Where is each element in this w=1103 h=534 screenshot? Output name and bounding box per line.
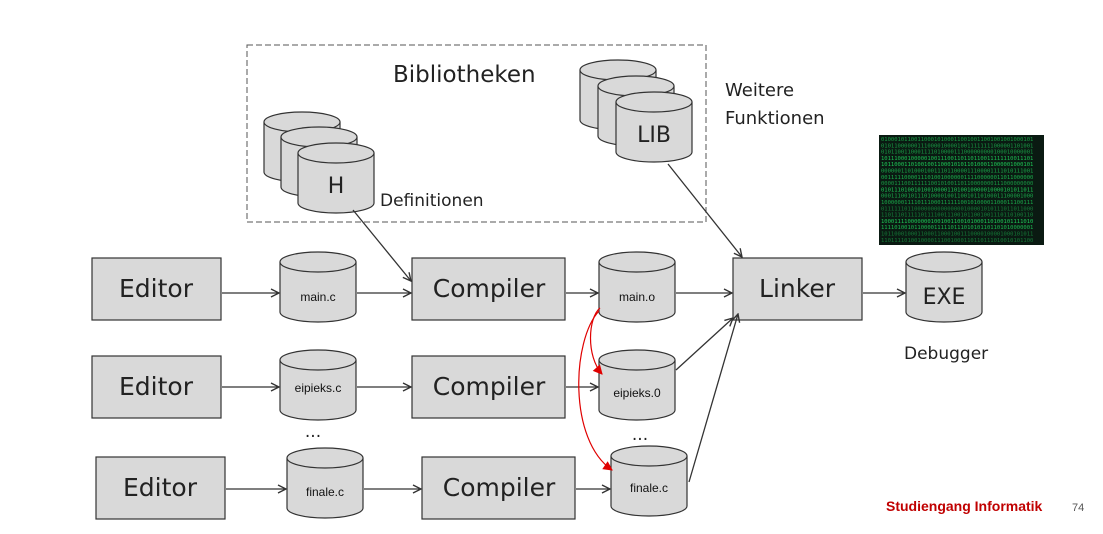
exe-label: EXE <box>923 285 966 310</box>
editor-label-2: Editor <box>119 372 194 401</box>
flow-arrows <box>222 163 905 489</box>
linker-label: Linker <box>759 274 836 303</box>
svg-text:101100011010010011000101011010: 1011000110100100110001010110100011000001… <box>881 162 1033 168</box>
compiler-box-2 <box>411 355 566 419</box>
header-caption: Definitionen <box>380 191 484 211</box>
red-arrow-object1-object2 <box>590 307 603 374</box>
binary-matrix-image: 0100010110011000101000110010011001001001… <box>879 135 1044 245</box>
source-cylinder-3 <box>286 447 364 519</box>
source-cylinder-1 <box>279 251 357 323</box>
editor-box-2 <box>91 355 222 419</box>
object-label-2: eipieks.0 <box>613 386 661 400</box>
svg-text:100011110000000100100110010100: 1000111100000001001001100101000110100101… <box>881 219 1033 225</box>
footer-brand: Studiengang Informatik <box>886 498 1043 514</box>
source-label-3: finale.c <box>306 485 344 499</box>
libraries-title: Bibliotheken <box>393 62 536 88</box>
svg-text:000000110100010011101100001110: 0000001101000100111011000011100001111010… <box>881 169 1033 175</box>
svg-text:010111010010100100001101001000: 0101110100101001000011010010000010000101… <box>881 187 1033 193</box>
object-label-1: main.o <box>619 290 655 304</box>
svg-text:001111100001110100100000011110: 0011111000011101001000000111100000011011… <box>881 175 1033 181</box>
row-3: Editor finale.c Compiler finale.c <box>95 445 688 520</box>
libraries-group-frame <box>246 44 707 223</box>
svg-text:101110001000001001110011011011: 1011100010000010011100110110110011111110… <box>881 156 1033 162</box>
svg-text:111101001011000011111011101010: 1111010010110000111110111010101101101010… <box>881 225 1033 231</box>
svg-text:000011100111111001010011011000: 0000111001111110010100110110000000111000… <box>881 181 1033 187</box>
svg-text:011111101100000000000000010000: 0111111011000000000000000100001010111011… <box>881 206 1033 212</box>
lib-cylinder-stack: LIB <box>579 59 693 163</box>
object-cylinder-2 <box>598 349 676 421</box>
linker-box <box>732 257 863 321</box>
svg-text:000111001011101000010011001011: 0001110010111010000100110010110100011100… <box>881 194 1033 200</box>
row-1: Editor main.c Compiler main.o <box>91 251 676 323</box>
row-2: Editor eipieks.c Compiler eipieks.0 <box>91 349 676 421</box>
arrow-object2-linker <box>675 318 733 371</box>
footer-page-number: 74 <box>1072 502 1084 514</box>
source-cylinder-2 <box>279 349 357 421</box>
compiler-box-3 <box>421 456 576 520</box>
object-cylinder-1 <box>598 251 676 323</box>
header-cylinder-front <box>297 142 375 214</box>
source-label-2: eipieks.c <box>295 381 342 395</box>
svg-text:100000011110111000111111001010: 1000000111101110001111110010100001100011… <box>881 200 1033 206</box>
editor-label-1: Editor <box>119 274 194 303</box>
compiler-label-1: Compiler <box>433 274 546 303</box>
source-label-1: main.c <box>300 290 335 304</box>
lib-cylinder-front <box>615 91 693 163</box>
arrow-header-compiler1 <box>352 209 411 281</box>
red-arrow-object1-object3 <box>578 310 612 470</box>
arrow-lib-linker <box>667 163 742 257</box>
lib-cylinder-label: LIB <box>637 123 671 148</box>
svg-text:010110000001110000100001001111: 0101100000011100001000010011111111000001… <box>881 143 1033 149</box>
debugger-label: Debugger <box>904 344 988 364</box>
compiler-box-1 <box>411 257 566 321</box>
header-cylinder-stack: H <box>263 111 375 214</box>
exe-cylinder <box>905 251 983 323</box>
svg-text:110111101001000011100100011011: 1101111010010000111001000110110111010010… <box>881 238 1033 244</box>
svg-text:010110011000111101000011100000: 0101100110001111010000111000000000100010… <box>881 150 1033 156</box>
editor-box-1 <box>91 257 222 321</box>
arrow-object3-linker <box>688 314 738 483</box>
ellipsis-source: ... <box>305 422 321 442</box>
lib-caption-line2: Funktionen <box>725 108 825 129</box>
svg-text:101100010001100011000100111000: 1011000100011000110001001110000100001000… <box>881 232 1033 238</box>
lib-caption-line1: Weitere <box>725 80 794 101</box>
compiler-label-3: Compiler <box>443 473 556 502</box>
compiler-label-2: Compiler <box>433 372 546 401</box>
object-label-3: finale.c <box>630 481 668 495</box>
editor-label-3: Editor <box>123 473 198 502</box>
header-cylinder-label: H <box>328 174 345 199</box>
object-cylinder-3 <box>610 445 688 517</box>
editor-box-3 <box>95 456 226 520</box>
svg-text:110111011111011110011100101100: 1101110111110111100111001011001001110110… <box>881 213 1033 219</box>
red-dependency-arrows <box>578 307 612 470</box>
ellipsis-object: ... <box>632 425 648 445</box>
svg-text:010001011001100010100011001001: 0100010110011000101000110010011001001001… <box>881 137 1033 143</box>
